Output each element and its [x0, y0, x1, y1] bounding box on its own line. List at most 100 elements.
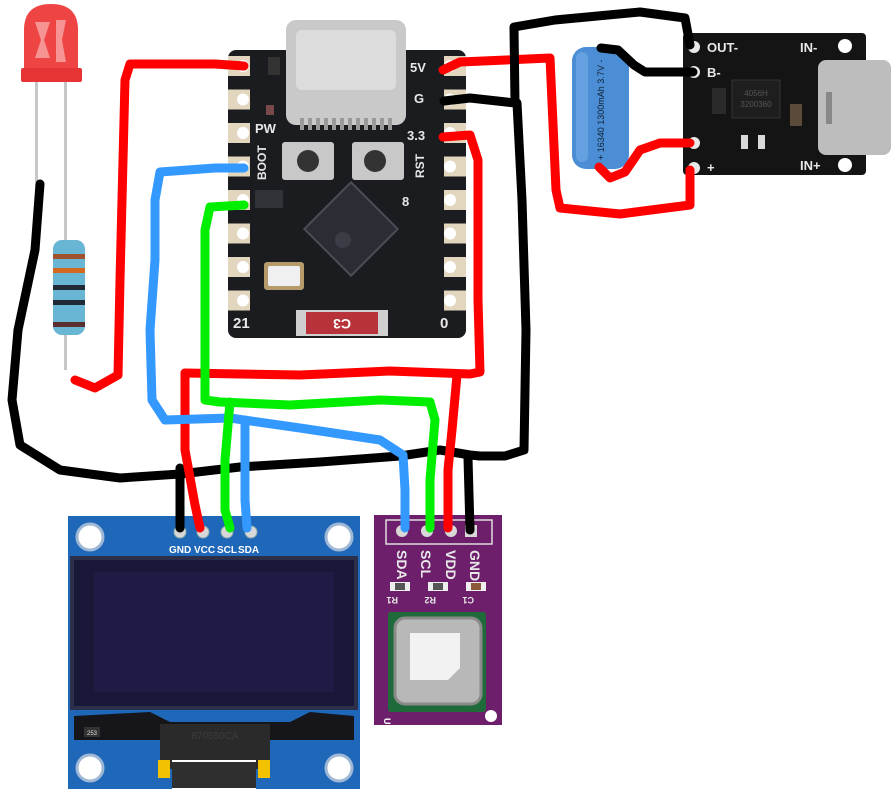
- boot-button[interactable]: [282, 142, 334, 180]
- esp32-c3-chip: [302, 180, 400, 278]
- label-5v: 5V: [410, 60, 426, 75]
- protection-ic: [712, 88, 726, 114]
- mount-hole: [838, 39, 852, 53]
- wire-5v-led: [70, 59, 249, 393]
- esp-pin-hole: [444, 294, 456, 307]
- led-dome: [24, 4, 78, 70]
- label-r1: R1: [386, 595, 398, 605]
- mount-hole: [485, 710, 497, 722]
- mount-hole: [324, 753, 354, 783]
- esp-pin-hole: [444, 227, 456, 240]
- led-post-icon: [56, 20, 66, 62]
- esp-pin-hole: [237, 127, 249, 139]
- usb-pin: [380, 118, 384, 130]
- label-u1: U1: [382, 718, 392, 730]
- label-rst: RST: [413, 153, 427, 178]
- battery-highlight: [576, 52, 588, 162]
- esp-pin-hole: [237, 261, 249, 273]
- mount-hole: [75, 753, 105, 783]
- reset-button-cap: [364, 150, 386, 172]
- ribbon-tab: [158, 760, 170, 778]
- smd-label-box: [84, 727, 100, 737]
- label-21: 21: [233, 315, 250, 332]
- wire-3v3-oled: [180, 368, 205, 533]
- led-leg-anode: [64, 82, 67, 272]
- antenna-body: [306, 312, 378, 334]
- charger-ic-text: 4056H: [744, 89, 768, 98]
- wire-scl-esp: [200, 200, 440, 533]
- ribbon-tab: [258, 760, 270, 778]
- resistor-band: [53, 268, 85, 273]
- esp-pin-hole: [237, 227, 249, 240]
- usb-c-port-tongue: [826, 92, 832, 124]
- oled-pin-label-vcc: VCC: [194, 545, 215, 556]
- ribbon-text: 870550CA: [191, 731, 239, 742]
- usb-pin: [372, 118, 376, 130]
- sensor-pin-label-scl: SCL: [418, 550, 434, 578]
- reset-button[interactable]: [352, 142, 404, 180]
- wire-gnd-sensor: [463, 453, 475, 535]
- label-in-minus: IN-: [800, 40, 817, 55]
- resistor-band: [53, 300, 85, 305]
- header-outline: [385, 519, 493, 545]
- wire-scl-oled: [220, 397, 235, 533]
- esp-pin-hole: [444, 194, 456, 206]
- mount-hole: [324, 522, 354, 552]
- label-g: G: [414, 91, 424, 106]
- wire-sda-oled: [240, 415, 252, 533]
- smd-component-body: [395, 583, 405, 590]
- smd-component-body: [433, 583, 443, 590]
- esp32-board: C3 PW BOOT 21 5V G 3.3 RST 8 0: [228, 20, 466, 338]
- wire-battery-plus: [594, 138, 695, 183]
- led-anvil-icon: [35, 22, 50, 58]
- label-out-minus: OUT-: [707, 40, 738, 55]
- wire-battery-minus: [596, 43, 698, 77]
- esp-pin-hole: [444, 261, 456, 273]
- usb-pin: [364, 118, 368, 130]
- battery-label: + 16340 1300mAh 3.7V -: [596, 60, 606, 160]
- resistor-band: [53, 254, 85, 259]
- label-boot: BOOT: [255, 145, 269, 180]
- led-rim: [21, 68, 82, 82]
- usb-pin: [316, 118, 320, 130]
- label-0: 0: [440, 315, 448, 332]
- sensor-pin-label-sda: SDA: [394, 550, 410, 580]
- esp-pin-hole: [237, 93, 249, 106]
- power-led: [266, 105, 274, 115]
- label-in-plus: IN+: [800, 158, 821, 173]
- usb-c-port-icon[interactable]: [818, 60, 891, 155]
- resistor-band: [53, 322, 85, 327]
- done-led: [758, 135, 765, 149]
- oled-pin-label-gnd: GND: [169, 545, 191, 556]
- smd-component-body: [471, 583, 481, 590]
- wire-gnd-main: [439, 7, 695, 108]
- esp-pin-hole: [444, 160, 456, 173]
- led: [21, 4, 82, 272]
- label-b-minus: B-: [707, 65, 721, 80]
- label-3v3: 3.3: [407, 128, 425, 143]
- label-c1: C1: [462, 595, 474, 605]
- sensor-pin-label-gnd: GND: [467, 550, 483, 581]
- capacitor: [790, 104, 802, 126]
- sensor-window: [410, 633, 460, 680]
- crystal-top: [268, 266, 300, 286]
- smd-diode: [268, 57, 280, 75]
- mount-hole: [75, 522, 105, 552]
- usb-pin: [308, 118, 312, 130]
- boot-button-cap: [297, 150, 319, 172]
- co2-sensor-board: U1: [374, 515, 502, 730]
- charge-led: [741, 135, 748, 149]
- regulator-chip: [255, 190, 283, 208]
- wire-3v3-sensor: [443, 370, 462, 533]
- resistor: [53, 230, 85, 370]
- usb-pin: [340, 118, 344, 130]
- wire-5v-charger: [438, 53, 695, 219]
- oled-pin-label-scl: SCL: [217, 545, 237, 556]
- led-leg-cathode: [35, 82, 38, 182]
- oled-display: 870550CA 253: [68, 516, 360, 789]
- usb-pin: [356, 118, 360, 130]
- wire-gnd-bus-vertical: [475, 98, 531, 461]
- wires: [7, 7, 698, 535]
- oled-pin-label-sda: SDA: [238, 545, 259, 556]
